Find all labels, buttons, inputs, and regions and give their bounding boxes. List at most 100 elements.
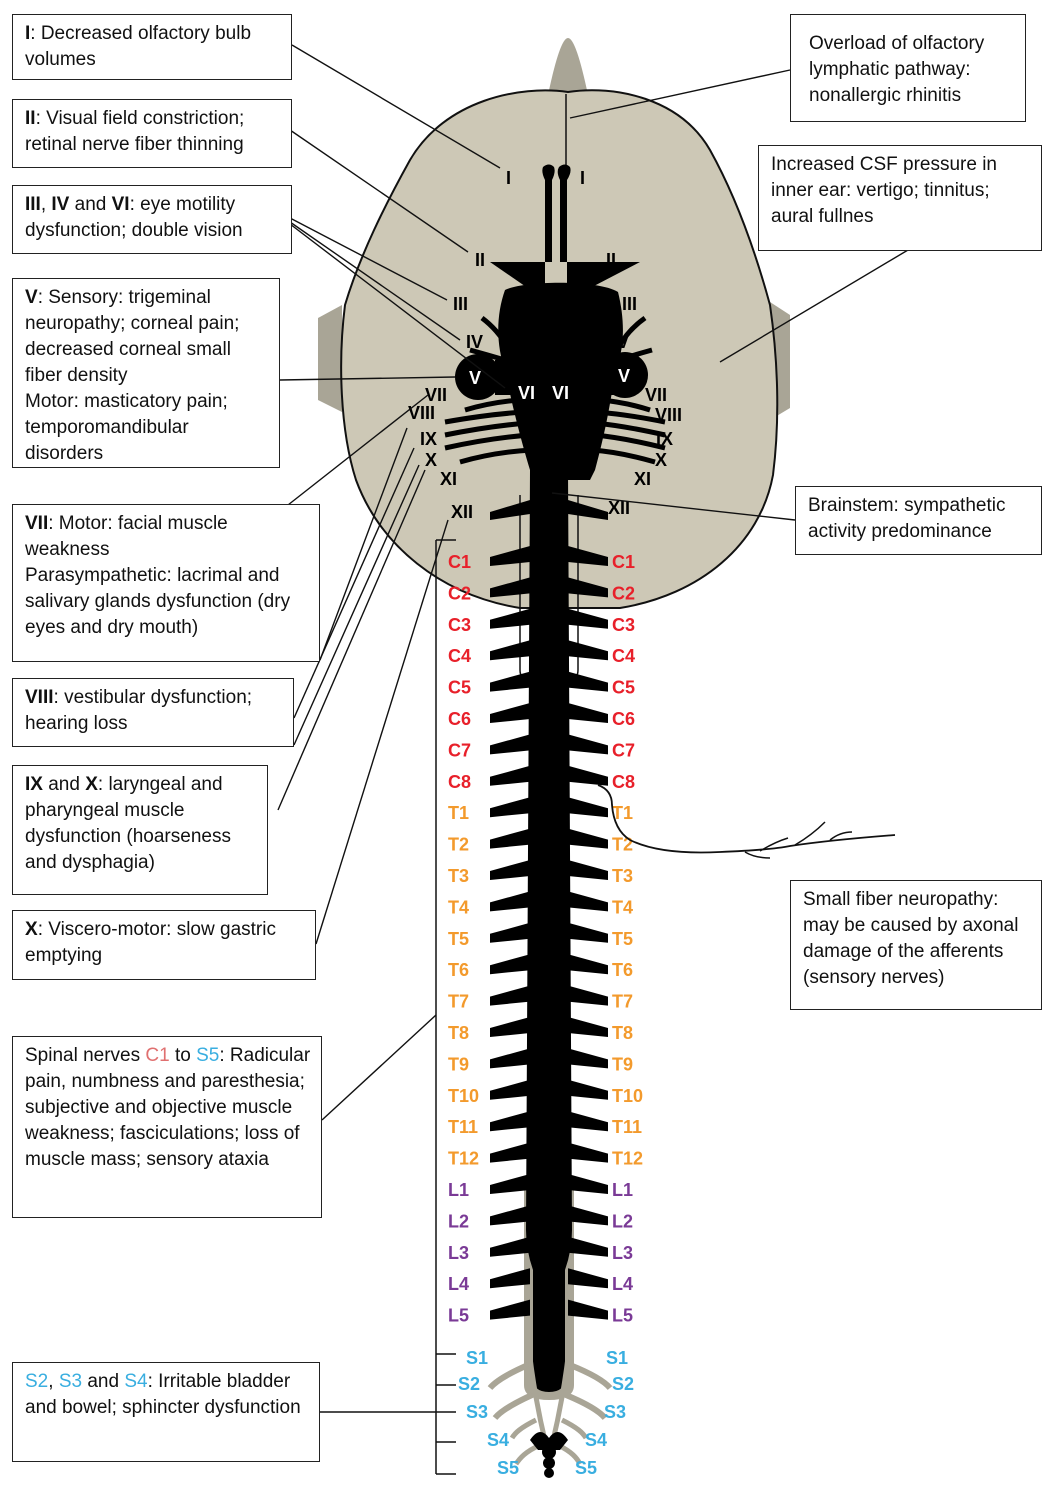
sacral-label-right: S4 (585, 1430, 607, 1450)
cn-IV-right: IV (612, 332, 629, 352)
nerve-root-right (568, 1017, 608, 1037)
cn-IV-left: IV (466, 332, 483, 352)
cn-IX-left: IX (420, 429, 437, 449)
box-spinal-nerves: Spinal nerves C1 to S5: Radicular pain, … (12, 1036, 322, 1218)
box-trigeminal: V: Sensory: trigeminal neuropathy; corne… (12, 278, 280, 468)
spinal-level-label-left: T1 (448, 803, 469, 823)
nerve-root-left (490, 609, 530, 629)
spinal-level-label-left: L1 (448, 1180, 469, 1200)
spinal-level-label-left: T5 (448, 929, 469, 949)
spinal-level-label-right: C2 (612, 583, 635, 603)
box-facial: VII: Motor: facial muscle weakness Paras… (12, 504, 320, 662)
nerve-root-right (568, 1080, 608, 1100)
nerve-root-left (490, 829, 530, 849)
spinal-level-label-left: C2 (448, 583, 471, 603)
spinal-level-label-left: L2 (448, 1211, 469, 1231)
spinal-level-label-right: T10 (612, 1086, 643, 1106)
box-brainstem: Brainstem: sympathetic activity predomin… (795, 486, 1042, 555)
sacral-label-right: S1 (606, 1348, 628, 1368)
nerve-branch-4 (745, 852, 770, 858)
cn-VII-right: VII (645, 385, 667, 405)
nerve-root-right (568, 1048, 608, 1068)
spinal-level-label-right: T6 (612, 960, 633, 980)
cn-VIII-left: VIII (408, 403, 435, 423)
nose-shape (548, 38, 588, 95)
spinal-level-label-left: L4 (448, 1274, 469, 1294)
cn-I-right: I (580, 168, 585, 188)
box-laryngeal: IX and X: laryngeal and pharyngeal muscl… (12, 765, 268, 895)
cn-IX-right: IX (656, 429, 673, 449)
spinal-level-label-right: L4 (612, 1274, 633, 1294)
nerve-root-right (568, 1143, 608, 1163)
spinal-level-label-left: T12 (448, 1149, 479, 1169)
spinal-level-label-right: C7 (612, 740, 635, 760)
spinal-level-label-right: T2 (612, 835, 633, 855)
nerve-root-left (490, 672, 530, 692)
spinal-level-label-left: T9 (448, 1054, 469, 1074)
nerve-root-right (568, 797, 608, 817)
nerve-root-right (568, 734, 608, 754)
nerve-root-right (568, 986, 608, 1006)
nerve-root-left (490, 1048, 530, 1068)
spinal-cord (490, 470, 608, 1400)
nerve-root-left (490, 954, 530, 974)
box-eye-motility: III, IV and VI: eye motility dysfunction… (12, 185, 292, 254)
nerve-root-right (568, 829, 608, 849)
nerve-root-left (490, 703, 530, 723)
nerve-root-right (568, 860, 608, 880)
spinal-level-label-right: L1 (612, 1180, 633, 1200)
nerve-root-right (568, 672, 608, 692)
cn-VI-left: VI (518, 383, 535, 403)
cn-XI-left: XI (440, 469, 457, 489)
spinal-level-label-right: T3 (612, 866, 633, 886)
spinal-level-label-left: C3 (448, 615, 471, 635)
spinal-level-label-left: C6 (448, 709, 471, 729)
nerve-root-right (568, 1111, 608, 1131)
spinal-level-label-right: T12 (612, 1149, 643, 1169)
spinal-level-label-right: T11 (612, 1117, 642, 1137)
sacral-label-left: S5 (497, 1458, 519, 1478)
nerve-root-left (490, 734, 530, 754)
spinal-level-label-left: C8 (448, 772, 471, 792)
spinal-level-label-right: T7 (612, 992, 633, 1012)
spinal-level-label-right: C3 (612, 615, 635, 635)
nerve-root-left (490, 640, 530, 660)
sacral-label-left: S3 (466, 1402, 488, 1422)
box-sacral: S2, S3 and S4: Irritable bladder and bow… (12, 1362, 320, 1462)
cn-VII-left: VII (425, 385, 447, 405)
spinal-level-label-left: T2 (448, 835, 469, 855)
cn-X-left: X (425, 450, 437, 470)
sacral-label-left: S1 (466, 1348, 488, 1368)
spinal-level-label-right: C8 (612, 772, 635, 792)
spinal-level-label-left: C1 (448, 552, 471, 572)
nerve-root-right (568, 891, 608, 911)
cn-VI-right: VI (552, 383, 569, 403)
cn-III-left: III (453, 294, 468, 314)
spinal-level-label-left: T10 (448, 1086, 479, 1106)
spinal-level-label-left: C7 (448, 740, 471, 760)
box-optic-nerve: II: Visual field constriction; retinal n… (12, 99, 292, 168)
spinal-level-label-left: T11 (448, 1117, 478, 1137)
cn-V-left: V (469, 368, 481, 388)
sacral-label-left: S4 (487, 1430, 509, 1450)
box-olfactory-lymphatic: Overload of olfactory lymphatic pathway:… (790, 14, 1026, 122)
spinal-level-label-left: T3 (448, 866, 469, 886)
cn-V-right: V (618, 366, 630, 386)
spinal-level-label-right: C1 (612, 552, 635, 572)
spinal-level-label-left: T8 (448, 1023, 469, 1043)
nerve-root-right (568, 640, 608, 660)
cn-XI-right: XI (634, 469, 651, 489)
nerve-root-left (490, 986, 530, 1006)
spinal-level-label-right: T8 (612, 1023, 633, 1043)
spinal-level-label-left: L3 (448, 1243, 469, 1263)
nerve-root-right (568, 766, 608, 786)
spinal-level-label-right: T9 (612, 1054, 633, 1074)
box-olfactory-bulb: I: Decreased olfactory bulb volumes (12, 14, 292, 80)
spinal-level-label-left: C4 (448, 646, 471, 666)
nerve-root-right (568, 954, 608, 974)
cn-II-left: II (475, 250, 485, 270)
cn-II-right: II (606, 250, 616, 270)
nerve-root-left (490, 1080, 530, 1100)
spinal-level-label-left: T7 (448, 992, 469, 1012)
